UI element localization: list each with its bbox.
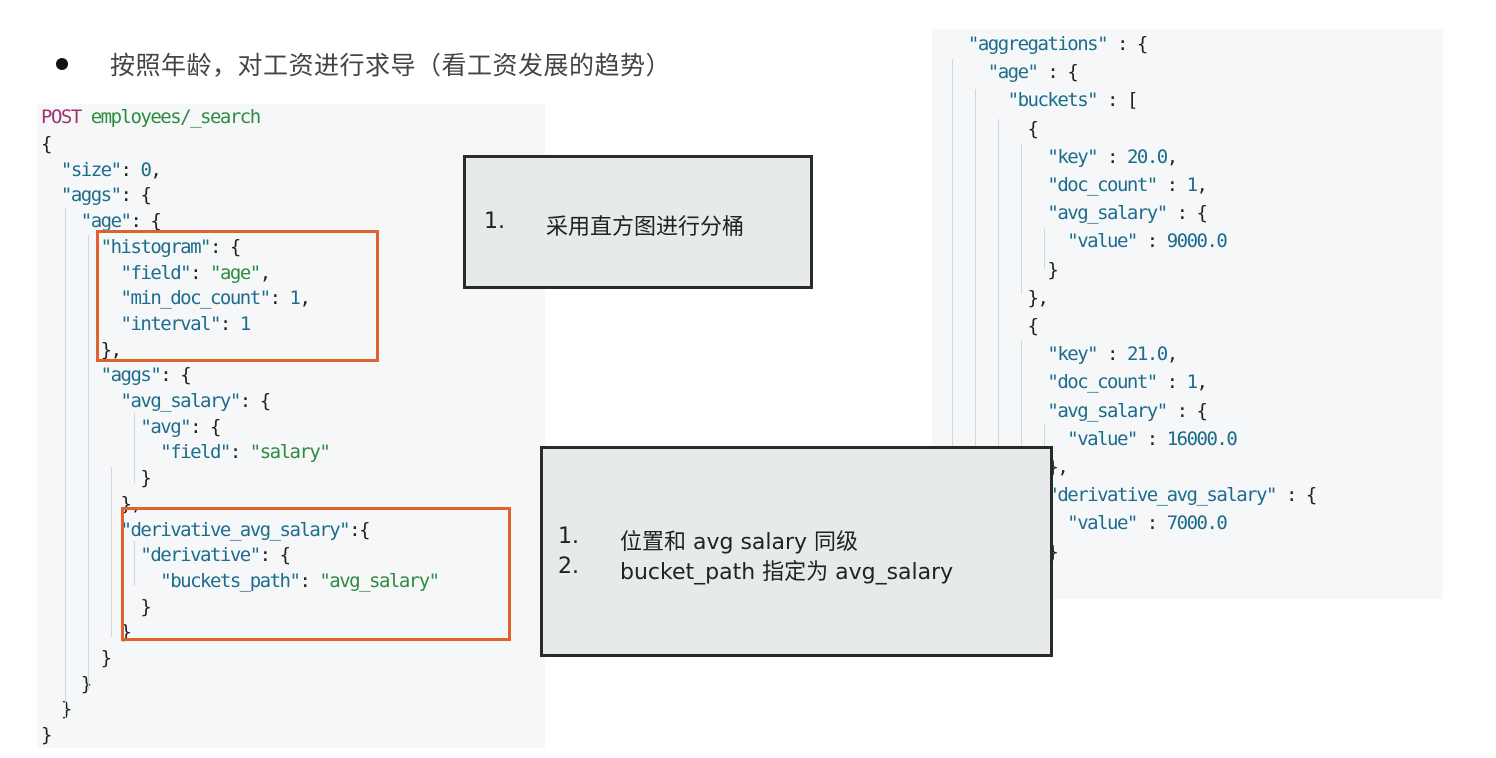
indent-guide xyxy=(1044,229,1045,269)
indent-guide xyxy=(998,119,999,599)
note-item-number: 1. xyxy=(558,524,579,549)
code-line: "key" : 21.0, xyxy=(1047,343,1178,366)
histogram-note: 1. 采用直方图进行分桶 xyxy=(463,155,813,289)
note-item-text: 采用直方图进行分桶 xyxy=(546,215,745,240)
note-item: 1. 位置和 avg salary 同级 xyxy=(558,524,858,556)
indent-guide xyxy=(111,467,112,637)
http-method: POST xyxy=(41,106,82,128)
derivative-note: 1. 位置和 avg salary 同级 2. bucket_path 指定为 … xyxy=(540,446,1053,657)
code-line: "field": "salary" xyxy=(160,441,330,464)
indent-guide xyxy=(1044,424,1045,464)
note-item-number: 1. xyxy=(484,209,505,234)
histogram-highlight xyxy=(96,230,379,362)
code-line: } xyxy=(80,672,92,695)
code-line: } xyxy=(948,539,1058,566)
bullet-icon xyxy=(56,58,68,70)
indent-guide xyxy=(134,541,135,586)
code-line: } xyxy=(41,724,52,747)
code-line: } xyxy=(100,647,112,669)
code-line: "aggs": { xyxy=(60,184,152,207)
code-line: "derivative": { xyxy=(140,544,291,567)
code-line: "avg_salary" : { xyxy=(1047,202,1208,225)
code-line: } xyxy=(1047,258,1058,281)
code-line: "doc_count" : 1, xyxy=(1047,174,1208,196)
note-item: 2. bucket_path 指定为 avg_salary xyxy=(558,554,953,586)
code-line: "key" : 20.0, xyxy=(1047,145,1178,168)
code-line: }, xyxy=(100,338,122,361)
indent-guide xyxy=(975,89,976,599)
slide-heading: 按照年龄，对工资进行求导（看工资发展的趋势） xyxy=(110,51,672,80)
code-line: "derivative_avg_salary":{ xyxy=(120,518,371,541)
code-line: "value" : 7000.0 xyxy=(1067,512,1228,535)
request-line: POST employees/_search xyxy=(41,104,261,131)
code-line: "min_doc_count": 1, xyxy=(120,287,311,310)
code-line: "buckets_path": "avg_salary" xyxy=(160,569,440,592)
code-line: { xyxy=(1027,315,1039,337)
code-line: "age": { xyxy=(80,210,162,233)
code-line: "size": 0, xyxy=(60,158,162,181)
note-item-number: 2. xyxy=(558,554,579,579)
indent-guide xyxy=(952,59,953,599)
code-line: "avg": { xyxy=(140,415,221,438)
heading-bullet: 按照年龄，对工资进行求导（看工资发展的趋势） xyxy=(56,44,671,84)
note-item-text: bucket_path 指定为 avg_salary xyxy=(620,560,954,585)
code-line: "doc_count" : 1, xyxy=(1047,371,1208,394)
code-line: } xyxy=(60,698,72,721)
code-line: } xyxy=(140,467,151,490)
code-line: "value" : 9000.0 xyxy=(1067,230,1228,253)
code-line: "histogram": { xyxy=(100,235,242,258)
code-line: "value" : 16000.0 xyxy=(1067,427,1237,450)
note-item-text: 位置和 avg salary 同级 xyxy=(620,530,859,555)
code-line: } xyxy=(120,621,132,644)
indent-guide xyxy=(88,235,89,690)
code-line: "interval": 1 xyxy=(120,312,252,335)
request-path: employees/_search xyxy=(90,106,261,128)
code-line: { xyxy=(1027,117,1039,140)
code-line: "aggregations" : { xyxy=(967,33,1148,55)
code-line: "avg_salary" : { xyxy=(1047,399,1208,422)
derivative-highlight xyxy=(121,507,511,641)
note-item: 1. 采用直方图进行分桶 xyxy=(484,209,744,241)
code-line: "aggs": { xyxy=(100,364,192,387)
code-line: } xyxy=(140,595,151,618)
indent-guide xyxy=(1021,144,1022,294)
code-line: "buckets" : [ xyxy=(1007,89,1139,112)
code-line: }, xyxy=(1027,286,1049,309)
code-line: "derivative_avg_salary" : { xyxy=(1047,484,1317,507)
code-line: "field": "age", xyxy=(120,261,272,284)
indent-guide xyxy=(134,413,135,483)
code-line: "avg_salary": { xyxy=(120,390,272,412)
code-line: "age" : { xyxy=(987,61,1079,84)
indent-guide xyxy=(65,208,66,718)
code-line: { xyxy=(41,133,52,155)
